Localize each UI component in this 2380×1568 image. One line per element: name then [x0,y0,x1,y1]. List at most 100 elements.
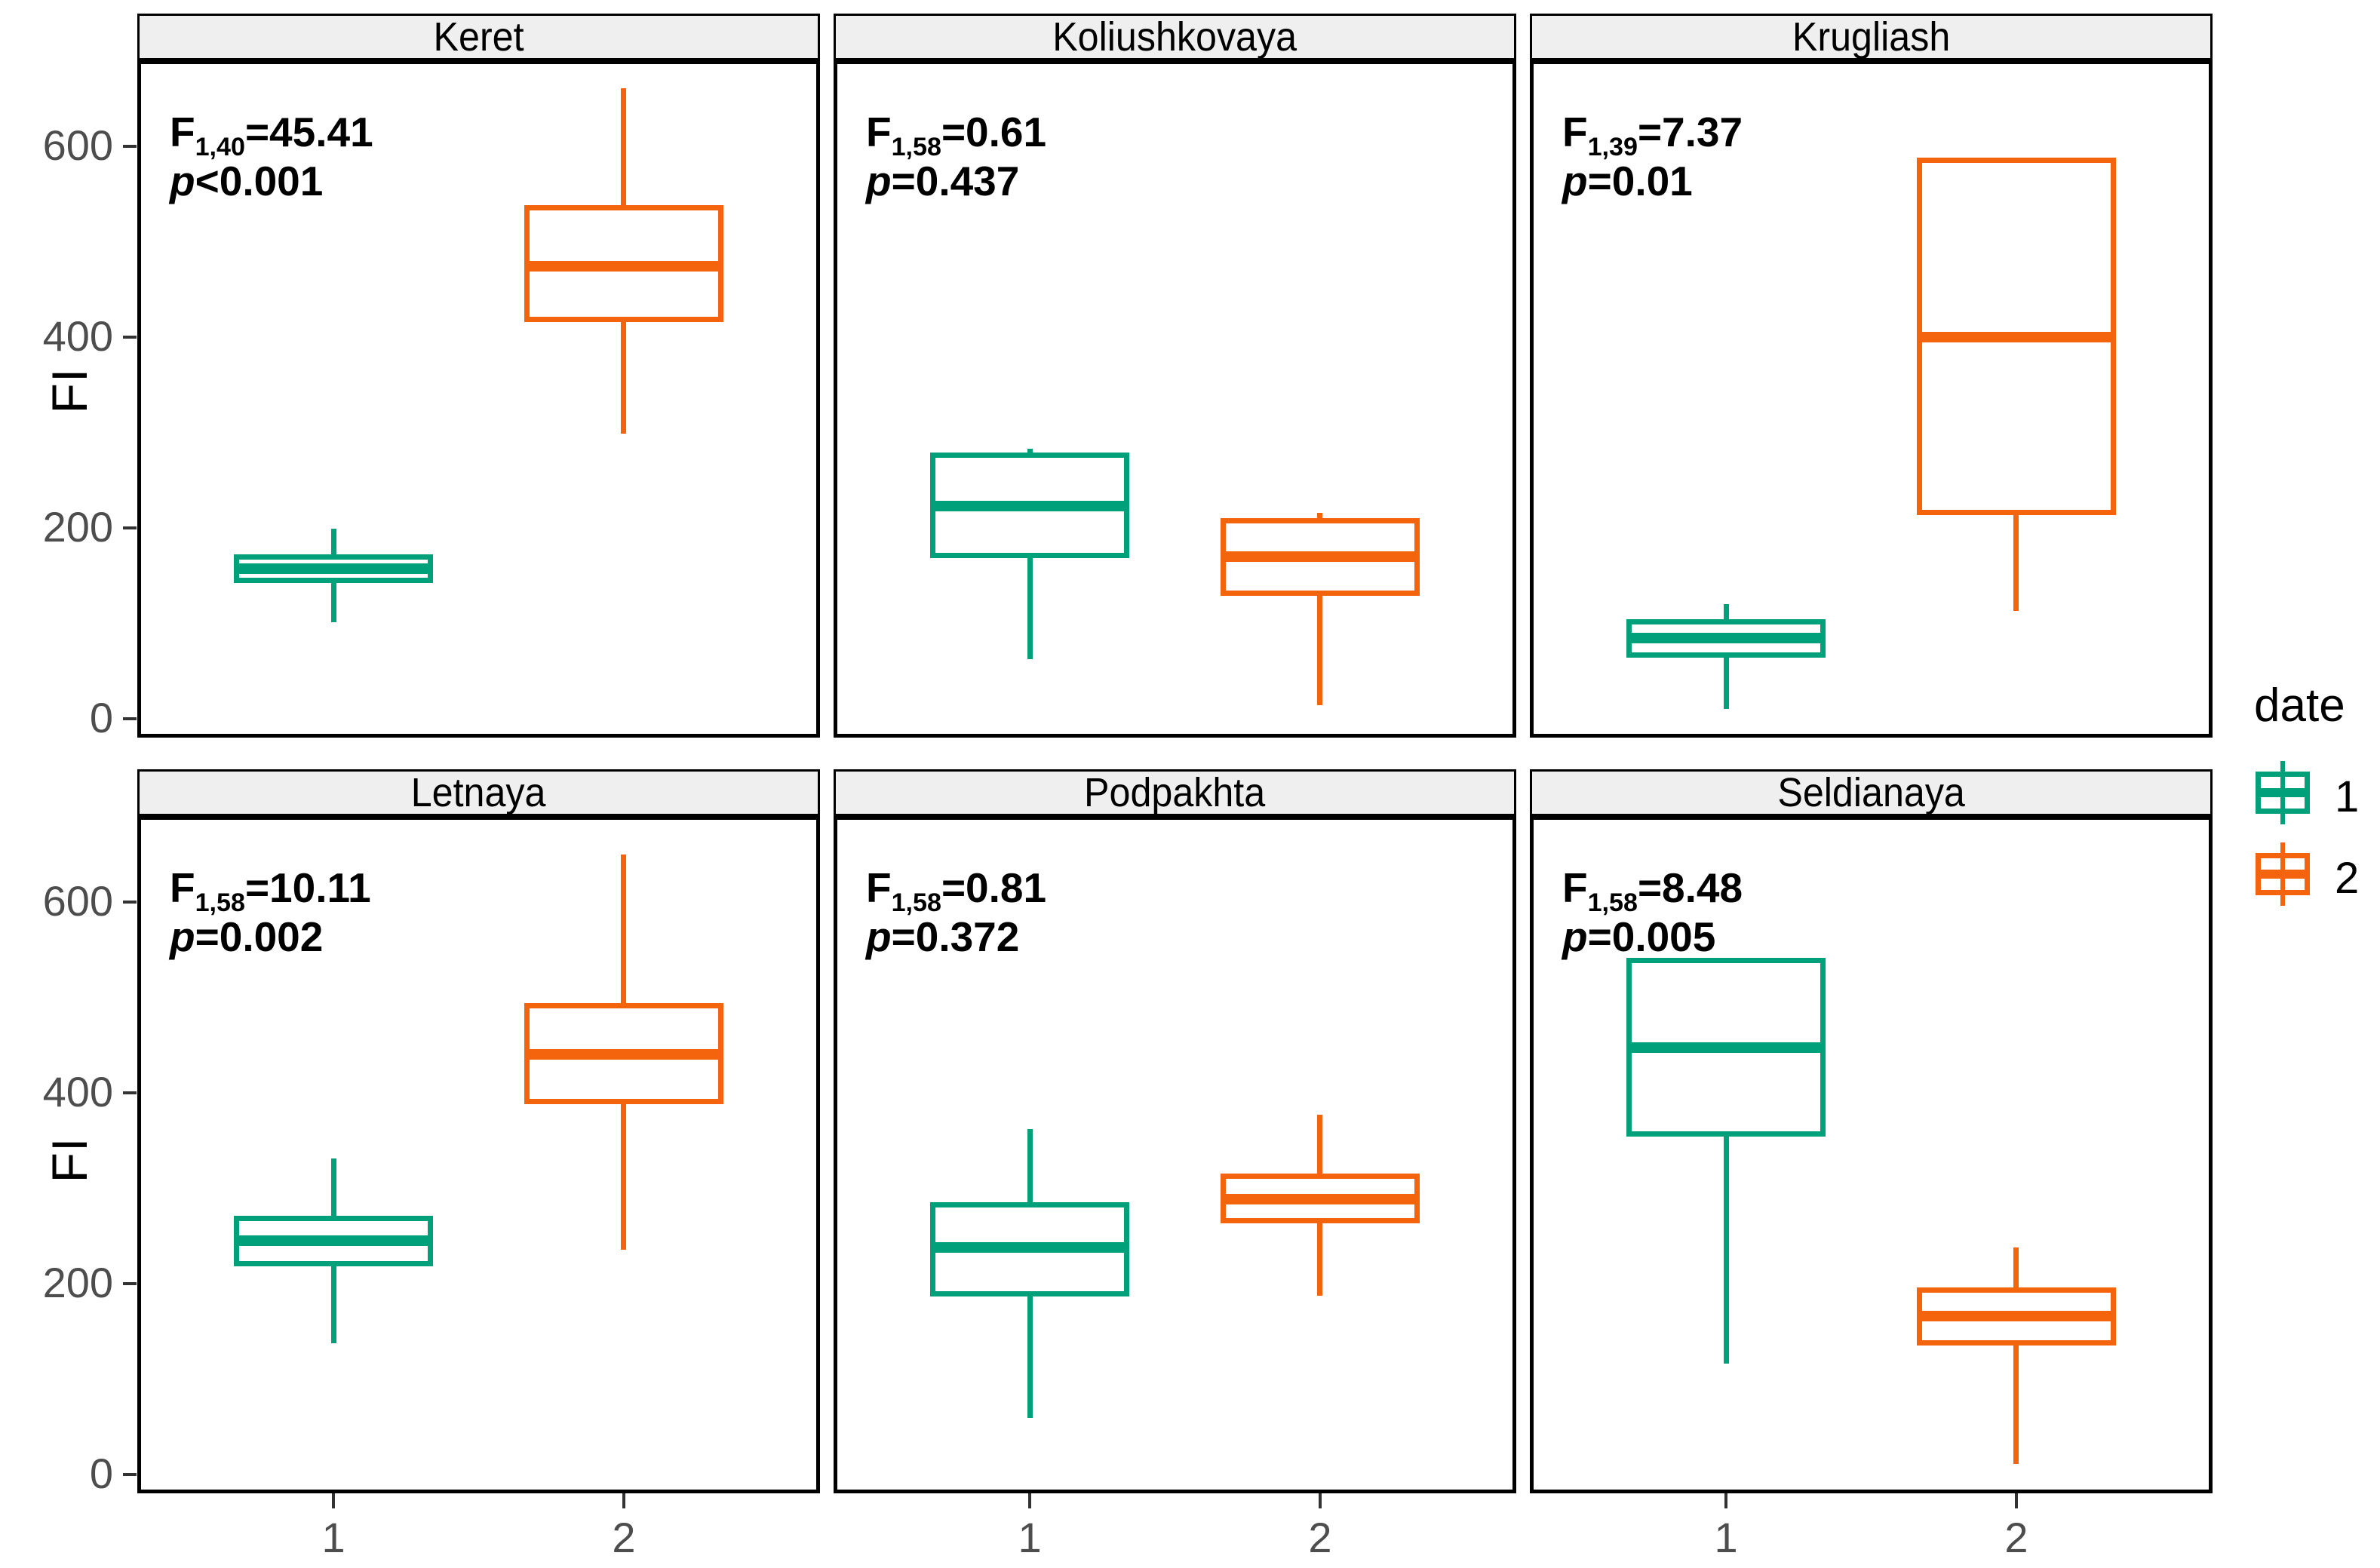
x-tick-mark [622,1493,625,1508]
box-median-line [1916,1310,2116,1321]
box-median-line [930,500,1130,511]
annotation-p-line: p=0.437 [866,157,1020,204]
box-whisker-lower [330,583,336,622]
x-tick-label: 2 [612,1514,636,1561]
box-whisker-upper [1027,1128,1033,1203]
box-median-line [234,1235,434,1246]
y-tick-mark [123,1091,137,1094]
facet-strip-label: Keret [433,14,524,60]
box-median-line [234,563,434,575]
facet-strip-seldianaya: Seldianaya [1530,769,2213,816]
x-tick-mark [332,1493,336,1508]
facet-strip-label: Krugliash [1792,14,1951,60]
plot-inner [141,64,816,734]
box-whisker-upper [1317,1114,1323,1174]
y-tick-mark [123,716,137,720]
plot-inner [141,820,816,1490]
box-whisker-lower [621,321,627,434]
box-whisker-upper [621,87,627,206]
legend-key-date-2[interactable] [2248,839,2317,909]
box-whisker-lower [1317,595,1323,705]
x-tick-mark [1028,1493,1032,1508]
x-tick-label: 1 [1018,1514,1042,1561]
facet-strip-label: Letnaya [411,770,546,815]
plot-inner [837,820,1512,1490]
box-whisker-lower [1317,1223,1323,1296]
box-whisker-upper [330,529,336,555]
facet-strip-podpakhta: Podpakhta [834,769,1516,816]
annotation-p-line: p=0.01 [1562,157,1693,204]
box-whisker-upper [1317,512,1323,519]
y-tick-mark [123,900,137,904]
x-tick-mark [1318,1493,1322,1508]
box-whisker-lower [1723,657,1729,710]
y-tick-label: 600 [42,121,113,169]
annotation-f-line: F1,58=10.11 [170,864,371,917]
facet-strip-label: Seldianaya [1777,770,1965,815]
y-tick-mark [123,335,137,339]
annotation-f-line: F1,58=0.81 [866,864,1047,917]
box-median-line [1626,1042,1826,1054]
y-tick-mark [123,1472,137,1476]
box-whisker-lower [330,1266,336,1344]
y-tick-label: 600 [42,876,113,925]
facet-strip-koliushkovaya: Koliushkovaya [834,14,1516,60]
box-whisker-upper [1723,603,1729,620]
box-median-line [524,261,723,272]
plot-inner [837,64,1512,734]
annotation-f-line: F1,39=7.37 [1562,109,1743,161]
box-whisker-upper [2013,1247,2019,1287]
box-whisker-upper [621,854,627,1003]
legend-title: date [2254,680,2345,732]
y-tick-mark [123,144,137,148]
y-tick-mark [123,526,137,529]
y-tick-label: 400 [42,311,113,360]
annotation-f-line: F1,58=0.61 [866,109,1047,161]
annotation-p-line: p=0.002 [170,913,324,960]
legend: date 1 2 [2248,679,2380,906]
x-tick-label: 2 [2004,1514,2028,1561]
box-median-line [1220,1194,1420,1205]
box-whisker-lower [2013,1345,2019,1464]
y-tick-label: 200 [42,502,113,551]
facet-strip-letnaya: Letnaya [137,769,820,816]
box-whisker-lower [1027,1296,1033,1419]
box-whisker-upper [1027,448,1033,453]
y-tick-label: 0 [89,693,113,741]
y-tick-mark [123,1281,137,1285]
box-median-line [930,1241,1130,1253]
plot-inner [1534,64,2209,734]
facet-strip-krugliash: Krugliash [1530,14,2213,60]
box-median-line [524,1049,723,1060]
x-tick-label: 2 [1308,1514,1332,1561]
x-tick-label: 1 [1714,1514,1738,1561]
legend-key-median [2256,788,2310,797]
legend-key-date-1[interactable] [2248,758,2317,827]
legend-label-date-1: 1 [2335,772,2360,821]
x-tick-mark [1724,1493,1728,1508]
box-whisker-upper [330,1158,336,1216]
x-tick-label: 1 [321,1514,345,1561]
x-tick-mark [2014,1493,2018,1508]
box-whisker-lower [1723,1136,1729,1364]
legend-label-date-2: 2 [2335,854,2360,903]
facet-strip-label: Podpakhta [1084,770,1266,815]
y-tick-label: 200 [42,1258,113,1306]
box-whisker-lower [1027,558,1033,660]
y-tick-label: 400 [42,1067,113,1115]
